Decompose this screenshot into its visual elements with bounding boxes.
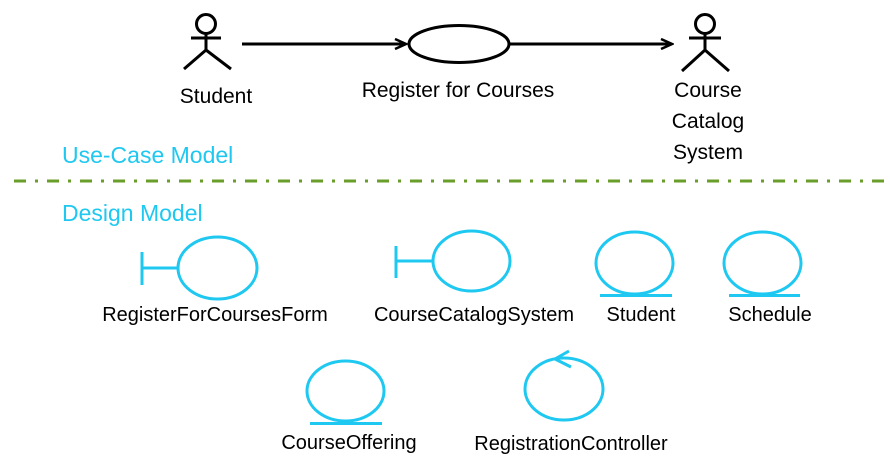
- section-label-design-model: Design Model: [62, 200, 203, 226]
- control-class-registration-controller[interactable]: [523, 349, 605, 422]
- entity-circle: [594, 230, 675, 296]
- control-arrowhead: [551, 349, 572, 369]
- actor-label-student: Student: [179, 85, 253, 108]
- actor-left-leg: [680, 48, 707, 73]
- class-label-registration-controller: RegistrationController: [474, 433, 668, 455]
- class-label-register-for-courses-form: RegisterForCoursesForm: [102, 304, 328, 326]
- use-case-label-register-for-courses: Register for Courses: [361, 79, 555, 102]
- class-label-schedule: Schedule: [728, 304, 812, 326]
- section-label-use-case-model: Use-Case Model: [62, 142, 234, 168]
- class-label-student: Student: [606, 304, 676, 326]
- actor-label-course-catalog-system: Course Catalog System: [671, 79, 745, 164]
- boundary-class-course-catalog-system[interactable]: [394, 229, 512, 293]
- entity-circle: [722, 230, 803, 296]
- class-label-course-offering: CourseOffering: [281, 432, 417, 454]
- actor-right-leg: [704, 48, 730, 73]
- control-circle: [523, 356, 605, 422]
- entity-class-schedule[interactable]: [722, 230, 803, 297]
- entity-class-student[interactable]: [594, 230, 675, 297]
- actor-right-leg: [205, 48, 232, 71]
- class-label-course-catalog-system: CourseCatalogSystem: [373, 304, 575, 326]
- actor-student[interactable]: [183, 13, 232, 71]
- boundary-class-register-for-courses-form[interactable]: [140, 235, 259, 301]
- actor-head: [195, 13, 217, 35]
- entity-circle: [305, 359, 386, 423]
- actor-head: [694, 13, 716, 35]
- actor-left-leg: [183, 48, 207, 71]
- boundary-circle: [176, 235, 259, 301]
- actor-course-catalog-system[interactable]: [680, 13, 730, 73]
- entity-class-course-offering[interactable]: [305, 359, 386, 425]
- boundary-circle: [431, 229, 512, 293]
- use-case-register-for-courses[interactable]: [407, 24, 511, 64]
